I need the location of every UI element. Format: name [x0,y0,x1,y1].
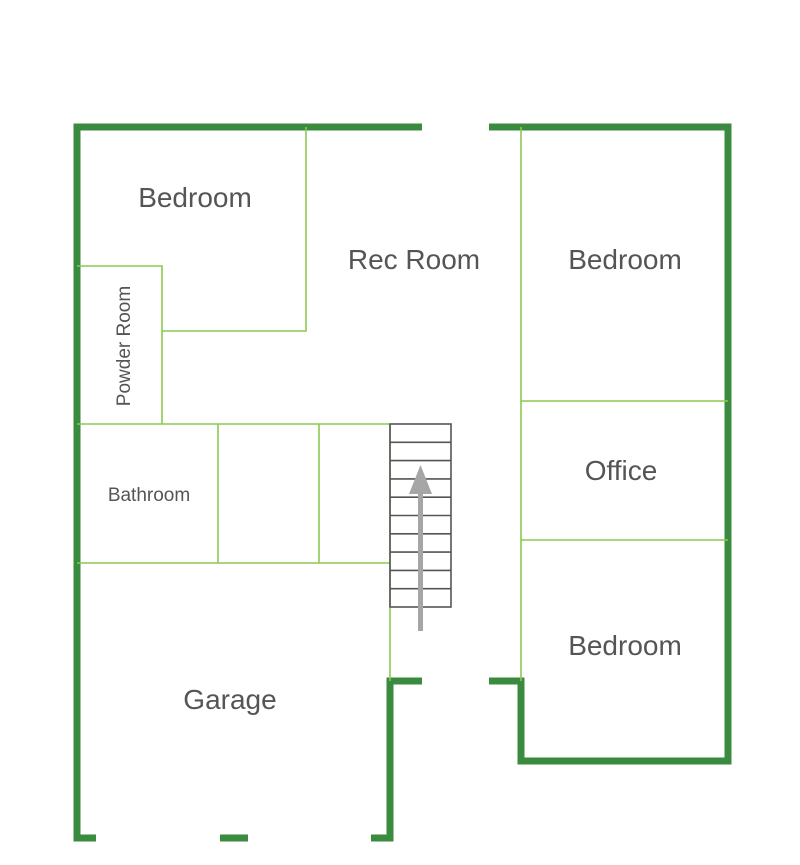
room-labels: Bedroom Rec Room Bedroom Powder Room Bat… [108,182,682,715]
stair-arrow-head [409,465,432,494]
partition-powder-room [77,265,163,424]
label-bedroom-top-left: Bedroom [138,182,252,213]
label-rec-room: Rec Room [348,244,480,275]
wall-right-wing [489,123,732,765]
exterior-walls [73,123,732,842]
label-garage: Garage [183,684,276,715]
label-powder-room: Powder Room [114,286,135,406]
label-office: Office [585,455,658,486]
wall-left-top [73,123,422,842]
wall-garage-right [371,677,422,842]
label-bedroom-right-bottom: Bedroom [568,630,682,661]
label-bedroom-right-top: Bedroom [568,244,682,275]
partition-bedroom-top-left [162,127,307,332]
label-bathroom: Bathroom [108,485,190,506]
staircase [389,423,452,631]
